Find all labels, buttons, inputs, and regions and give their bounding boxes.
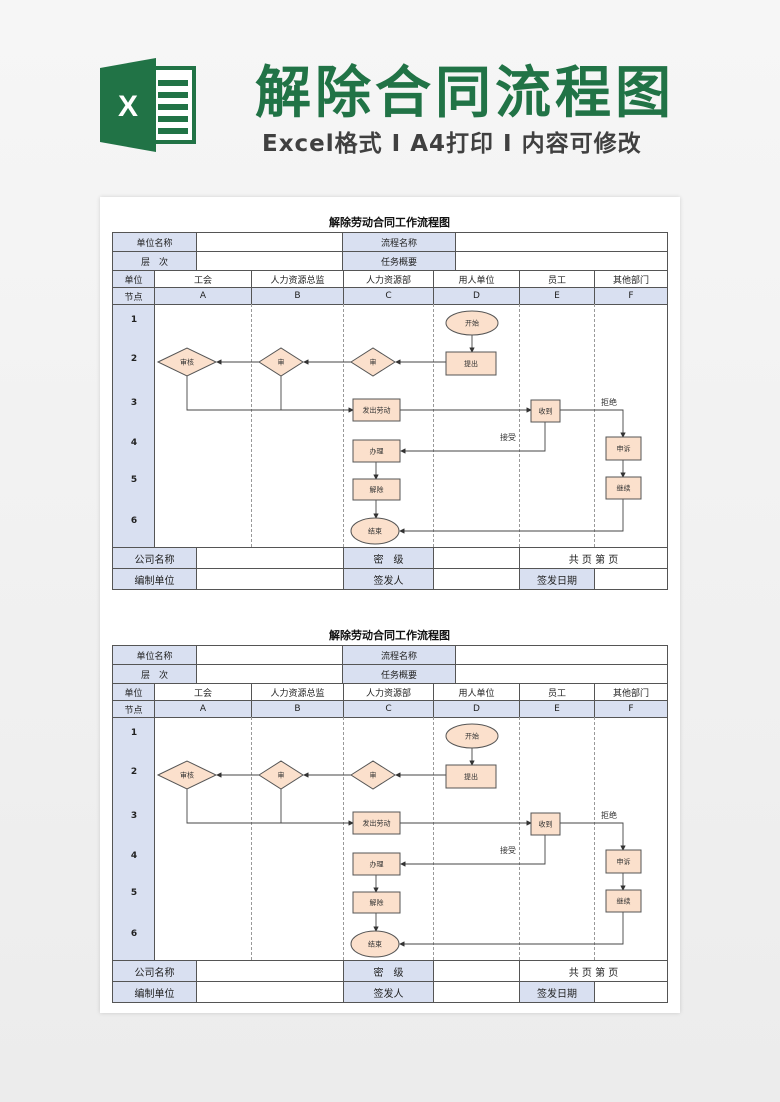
arrow-continue-to-end bbox=[399, 499, 624, 534]
arrow-receive-to-handle bbox=[400, 835, 546, 867]
svg-text:继续: 继续 bbox=[617, 484, 631, 493]
svg-text:办理: 办理 bbox=[370, 860, 384, 869]
svg-text:审核: 审核 bbox=[180, 771, 194, 780]
svg-text:结束: 结束 bbox=[368, 940, 382, 949]
svg-text:开始: 开始 bbox=[465, 732, 479, 741]
banner-subtitle: Excel格式 I A4打印 I 内容可修改 bbox=[262, 131, 642, 157]
lane-divider bbox=[251, 717, 252, 960]
review-a-node: 审核 bbox=[156, 347, 218, 377]
arrow-receive-to-appeal bbox=[560, 409, 626, 438]
svg-text:审: 审 bbox=[278, 771, 285, 780]
row-number: 1 bbox=[130, 728, 138, 738]
lane-divider bbox=[519, 304, 520, 547]
sign-date-label: 签发日期 bbox=[519, 568, 595, 590]
arrow-continue-to-end bbox=[399, 912, 624, 947]
svg-text:开始: 开始 bbox=[465, 319, 479, 328]
receive-node: 收到 bbox=[530, 399, 561, 423]
issue-node: 发出劳动 bbox=[352, 398, 401, 422]
form-title: 解除劳动合同工作流程图 bbox=[329, 216, 450, 229]
svg-text:发出劳动: 发出劳动 bbox=[363, 819, 391, 828]
lane-divider bbox=[343, 717, 344, 960]
continue-node: 继续 bbox=[605, 476, 642, 500]
review-b-node: 审 bbox=[258, 347, 304, 377]
arrow-receive-to-handle bbox=[400, 422, 546, 454]
accept-label: 接受 bbox=[500, 845, 516, 855]
svg-text:发出劳动: 发出劳动 bbox=[363, 406, 391, 415]
appeal-node: 申诉 bbox=[605, 849, 642, 874]
swimlane-body bbox=[154, 717, 668, 961]
propose-node: 提出 bbox=[445, 351, 497, 376]
lane-divider bbox=[343, 304, 344, 547]
svg-text:结束: 结束 bbox=[368, 527, 382, 536]
review-c-node: 审 bbox=[350, 347, 396, 377]
start-node: 开始 bbox=[445, 723, 499, 749]
row-number: 1 bbox=[130, 315, 138, 325]
review-b-node: 审 bbox=[258, 760, 304, 790]
svg-text:继续: 继续 bbox=[617, 897, 631, 906]
sign-date-field bbox=[594, 981, 668, 1003]
handle-node: 办理 bbox=[352, 852, 401, 876]
reject-label: 拒绝 bbox=[601, 810, 617, 820]
row-number: 6 bbox=[130, 516, 138, 526]
svg-text:提出: 提出 bbox=[464, 359, 478, 368]
terminate-node: 解除 bbox=[352, 891, 401, 914]
svg-text:收到: 收到 bbox=[539, 820, 553, 829]
form-title: 解除劳动合同工作流程图 bbox=[329, 629, 450, 642]
review-c-node: 审 bbox=[350, 760, 396, 790]
reject-label: 拒绝 bbox=[601, 397, 617, 407]
svg-text:提出: 提出 bbox=[464, 772, 478, 781]
lane-divider bbox=[519, 717, 520, 960]
accept-label: 接受 bbox=[500, 432, 516, 442]
continue-node: 继续 bbox=[605, 889, 642, 913]
arrow-review-a-to-issue bbox=[186, 789, 354, 826]
svg-text:办理: 办理 bbox=[370, 447, 384, 456]
banner-title: 解除合同流程图 bbox=[255, 61, 675, 126]
sign-date-label: 签发日期 bbox=[519, 981, 595, 1003]
row-number: 2 bbox=[130, 767, 138, 777]
row-number: 4 bbox=[130, 438, 138, 448]
lane-header: 其他部门 bbox=[594, 270, 668, 288]
lane-divider bbox=[433, 717, 434, 960]
row-number: 3 bbox=[130, 398, 138, 408]
handle-node: 办理 bbox=[352, 439, 401, 463]
row-number: 3 bbox=[130, 811, 138, 821]
issue-node: 发出劳动 bbox=[352, 811, 401, 835]
row-number: 5 bbox=[130, 888, 138, 898]
svg-text:收到: 收到 bbox=[539, 407, 553, 416]
svg-text:审: 审 bbox=[278, 358, 285, 367]
swimlane-body bbox=[154, 304, 668, 548]
svg-text:审核: 审核 bbox=[180, 358, 194, 367]
row-number: 6 bbox=[130, 929, 138, 939]
row-number: 5 bbox=[130, 475, 138, 485]
propose-node: 提出 bbox=[445, 764, 497, 789]
svg-text:申诉: 申诉 bbox=[617, 444, 631, 453]
lane-divider bbox=[433, 304, 434, 547]
end-node: 结束 bbox=[350, 930, 400, 958]
svg-text:解除: 解除 bbox=[370, 485, 384, 494]
terminate-node: 解除 bbox=[352, 478, 401, 501]
end-node: 结束 bbox=[350, 517, 400, 545]
review-a-node: 审核 bbox=[156, 760, 218, 790]
lane-divider bbox=[251, 304, 252, 547]
svg-text:X: X bbox=[118, 90, 138, 123]
svg-text:审: 审 bbox=[370, 771, 377, 780]
row-number: 4 bbox=[130, 851, 138, 861]
arrow-review-a-to-issue bbox=[186, 376, 354, 413]
sign-date-field bbox=[594, 568, 668, 590]
excel-logo-icon: X bbox=[100, 58, 196, 152]
svg-text:申诉: 申诉 bbox=[617, 857, 631, 866]
appeal-node: 申诉 bbox=[605, 436, 642, 461]
start-node: 开始 bbox=[445, 310, 499, 336]
arrow-receive-to-appeal bbox=[560, 822, 626, 851]
row-number: 2 bbox=[130, 354, 138, 364]
svg-text:审: 审 bbox=[370, 358, 377, 367]
lane-divider bbox=[594, 304, 595, 547]
lane-divider bbox=[594, 717, 595, 960]
signer-label: 签发人 bbox=[343, 568, 434, 590]
svg-text:解除: 解除 bbox=[370, 898, 384, 907]
receive-node: 收到 bbox=[530, 812, 561, 836]
